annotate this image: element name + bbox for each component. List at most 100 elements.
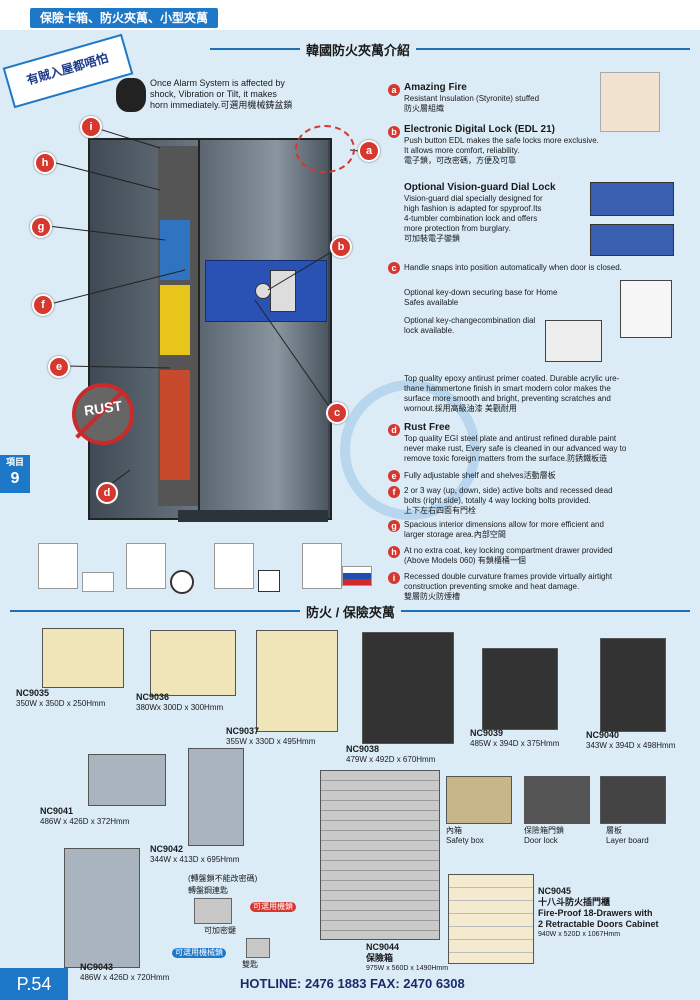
detail-caption: 內箱 Safety box [446, 826, 484, 846]
epoxy-text: Top quality epoxy antirust primer coated… [404, 374, 620, 383]
product-size: 485W x 394D x 375Hmm [470, 739, 560, 748]
certificate-image [302, 543, 342, 589]
certificate-image [38, 543, 78, 589]
section-tab-number: 9 [10, 470, 20, 487]
key-lock-image [545, 320, 602, 362]
feature-epoxy: Top quality epoxy antirust primer coated… [404, 374, 694, 414]
product-image-nc9041 [88, 754, 166, 806]
feature-g: Spacious interior dimensions allow for m… [404, 520, 694, 540]
badge-e: e [388, 470, 400, 482]
feature-vision-text: 4-tumbler combination lock and offers [404, 214, 538, 223]
safe-base [178, 510, 328, 522]
feature-d-text: remove toxic foreign matters from the su… [404, 454, 608, 463]
product-size: 343W x 394D x 498Hmm [586, 741, 676, 750]
detail-zh: 保險箱門鎖 [524, 826, 564, 835]
detail-image-door-lock [524, 776, 590, 824]
product-image-nc9039 [482, 648, 558, 730]
product-model: NC9043 [80, 962, 114, 972]
product-image-nc9040 [600, 638, 666, 732]
product-image-nc9045 [448, 874, 534, 964]
feature-vision-text: more protection from burglary. [404, 224, 511, 233]
product-model: NC9038 [346, 744, 380, 754]
product-model: NC9037 [226, 726, 260, 736]
feature-b-text: Push button EDL makes the safe locks mor… [404, 136, 599, 145]
product-caption-nc9040: NC9040 343W x 394D x 498Hmm [586, 730, 675, 751]
product-size: 940W x 520D x 1067Hmm [538, 931, 621, 938]
product-image-nc9042 [188, 748, 244, 846]
feature-vision-title: Optional Vision-guard Dial Lock [404, 182, 556, 193]
product-name: 保險箱 [366, 953, 394, 963]
lock-note: 轉盤鋼連匙 [188, 886, 228, 895]
feature-f-text: bolts (right side), totally 4 way lockin… [404, 496, 591, 505]
alarm-line: Once Alarm System is affected by [150, 78, 285, 88]
callout-h: h [34, 152, 56, 174]
badge-h: h [388, 546, 400, 558]
callout-f: f [32, 294, 54, 316]
callout-g: g [30, 216, 52, 238]
section-tab-label: 項目 [5, 457, 24, 467]
alarm-dog-icon [116, 78, 146, 112]
detail-caption: 層板 Layer board [606, 826, 649, 846]
safe-door [198, 140, 328, 514]
product-image-nc9043 [64, 848, 140, 968]
product-size: 355W x 330D x 495Hmm [226, 737, 316, 746]
product-size: 344W x 413D x 695Hmm [150, 855, 240, 864]
product-size: 380Wx 300D x 300Hmm [136, 703, 224, 712]
feature-a-title: Amazing Fire [404, 82, 467, 93]
feature-f-text: 2 or 3 way (up, down, side) active bolts… [404, 486, 613, 495]
lock-note: 可加密鍵 [204, 926, 236, 935]
feature-f-text: 上下左右四面有門栓 [404, 506, 476, 515]
badge-c: c [388, 262, 400, 274]
lock-note: 雙匙 [242, 960, 258, 969]
feature-vision-text: high fashion is adapted for spyproof.Its [404, 204, 542, 213]
iso-logo [82, 572, 114, 592]
product-caption-nc9037: NC9037 355W x 330D x 495Hmm [226, 726, 315, 747]
kc-logo [170, 570, 194, 594]
feature-i: Recessed double curvature frames provide… [404, 572, 694, 602]
alarm-line: shock, Vibration or Tilt, it makes [150, 89, 277, 99]
product-desc: Fire-Proof 18-Drawers with [538, 908, 653, 918]
detail-caption: 保險箱門鎖 Door lock [524, 826, 564, 846]
dial-lock-image [590, 224, 674, 256]
certificate-image [126, 543, 166, 589]
callout-b: b [330, 236, 352, 258]
dial-lock-image [590, 182, 674, 216]
feature-b-text: 電子鎖，可改密碼，方便及可靠 [404, 156, 516, 165]
callout-c: c [326, 402, 348, 424]
feature-e-text: Fully adjustable shelf and shelves活動層板 [404, 471, 556, 480]
detail-en: Door lock [524, 836, 558, 845]
detail-zh: 層板 [606, 826, 622, 835]
product-size: 975W x 560D x 1490Hmm [366, 965, 449, 972]
binder-red [160, 370, 190, 480]
keydown-text: Optional key-down securing base for Home [404, 288, 558, 297]
product-caption-nc9042: NC9042 344W x 413D x 695Hmm [150, 844, 239, 865]
epoxy-text: surface more smooth and bright, preventi… [404, 394, 611, 403]
section-title-products: 防火 / 保險夾萬 [300, 602, 401, 621]
product-image-nc9035 [42, 628, 124, 688]
feature-h-text: (Above Models 060) 有鎖櫃桶一個 [404, 556, 526, 565]
feature-d-text: never make rust, Every safe is cleaned i… [404, 444, 627, 453]
product-size: 479W x 492D x 670Hmm [346, 755, 436, 764]
badge-b: b [388, 126, 400, 138]
callout-i: i [80, 116, 102, 138]
product-caption-nc9038: NC9038 479W x 492D x 670Hmm [346, 744, 435, 765]
insulation-image [600, 72, 660, 132]
detail-image-safety-box [446, 776, 512, 824]
alarm-text: Once Alarm System is affected by shock, … [150, 78, 292, 111]
feature-h-text: At no extra coat, key locking compartmen… [404, 546, 613, 555]
product-name: 十八斗防火插門櫃 [538, 897, 611, 907]
feature-b-text: It allows more comfort, reliability. [404, 146, 520, 155]
watermark-ring [340, 380, 480, 520]
detail-en: Layer board [606, 836, 649, 845]
product-model: NC9044 [366, 942, 400, 952]
dial-lock-image [194, 898, 232, 924]
section-title-top: 韓國防火夾萬介紹 [300, 40, 417, 59]
callout-a: a [358, 140, 380, 162]
badge-i: i [388, 572, 400, 584]
keypad-icon [270, 270, 296, 312]
keychange-text: lock available. [404, 326, 455, 335]
feature-a-text: Resistant Insulation (Styronite) stuffed [404, 94, 540, 103]
product-model: NC9042 [150, 844, 184, 854]
alarm-line: horn immediately.可選用機械鋳盆鎖 [150, 100, 293, 110]
home-safe-image [620, 280, 672, 338]
